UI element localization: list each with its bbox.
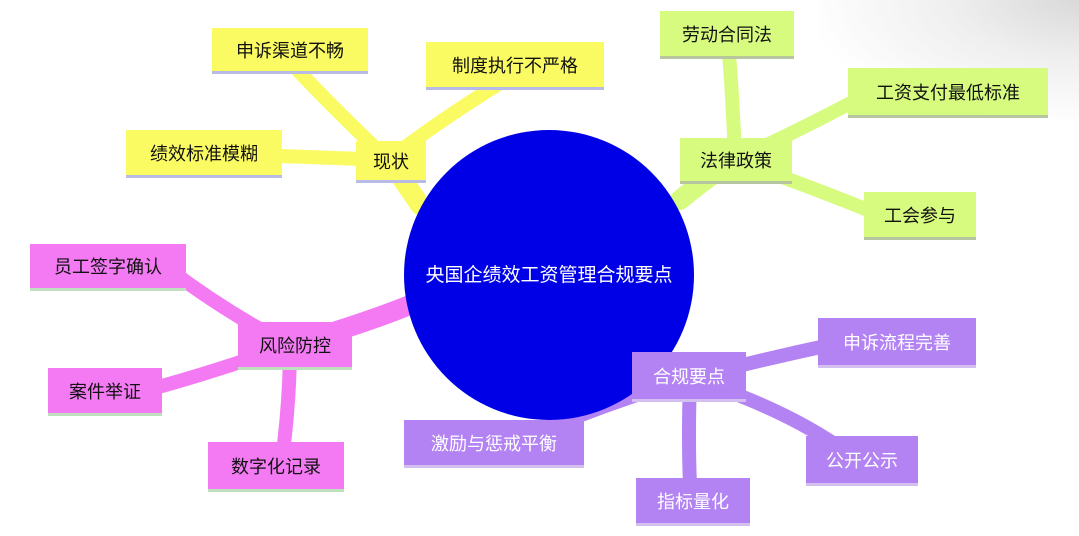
- law-item-labor-contract[interactable]: 劳动合同法: [660, 11, 794, 59]
- center-topic-label: 央国企绩效工资管理合规要点: [425, 264, 673, 286]
- risk-item-label: 数字化记录: [231, 456, 321, 478]
- compliance-item-publicity[interactable]: 公开公示: [806, 436, 918, 486]
- risk-item-evidence[interactable]: 案件举证: [48, 368, 162, 416]
- compliance-item-quantify[interactable]: 指标量化: [636, 478, 750, 526]
- status-item-label: 申诉渠道不畅: [236, 40, 344, 62]
- branch-status-label: 现状: [373, 151, 409, 173]
- compliance-item-label: 申诉流程完善: [843, 332, 951, 354]
- law-item-label: 劳动合同法: [682, 24, 772, 46]
- branch-risk[interactable]: 风险防控: [238, 322, 352, 370]
- branch-law-label: 法律政策: [700, 150, 772, 172]
- risk-item-digital-record[interactable]: 数字化记录: [208, 442, 344, 492]
- compliance-item-label: 公开公示: [826, 450, 898, 472]
- branch-law[interactable]: 法律政策: [680, 138, 792, 184]
- risk-item-label: 员工签字确认: [54, 257, 162, 278]
- status-item-vague-standard[interactable]: 绩效标准模糊: [126, 130, 282, 178]
- branch-compliance[interactable]: 合规要点: [632, 352, 746, 402]
- risk-item-label: 案件举证: [69, 381, 141, 403]
- status-item-label: 绩效标准模糊: [150, 143, 258, 165]
- status-item-label: 制度执行不严格: [452, 55, 578, 77]
- status-item-enforcement[interactable]: 制度执行不严格: [426, 42, 604, 90]
- branch-risk-label: 风险防控: [259, 335, 331, 357]
- law-item-label: 工资支付最低标准: [876, 82, 1020, 104]
- branch-status[interactable]: 现状: [356, 141, 426, 183]
- law-item-union[interactable]: 工会参与: [864, 192, 976, 240]
- law-item-label: 工会参与: [884, 205, 956, 227]
- law-item-min-wage[interactable]: 工资支付最低标准: [848, 68, 1048, 118]
- compliance-item-label: 激励与惩戒平衡: [431, 433, 557, 455]
- status-item-complaint-channel[interactable]: 申诉渠道不畅: [212, 28, 368, 74]
- compliance-item-appeal-process[interactable]: 申诉流程完善: [818, 318, 976, 368]
- compliance-item-incentive-balance[interactable]: 激励与惩戒平衡: [404, 420, 584, 468]
- branch-compliance-label: 合规要点: [653, 366, 725, 388]
- risk-item-signature[interactable]: 员工签字确认: [30, 244, 186, 291]
- compliance-item-label: 指标量化: [657, 491, 729, 513]
